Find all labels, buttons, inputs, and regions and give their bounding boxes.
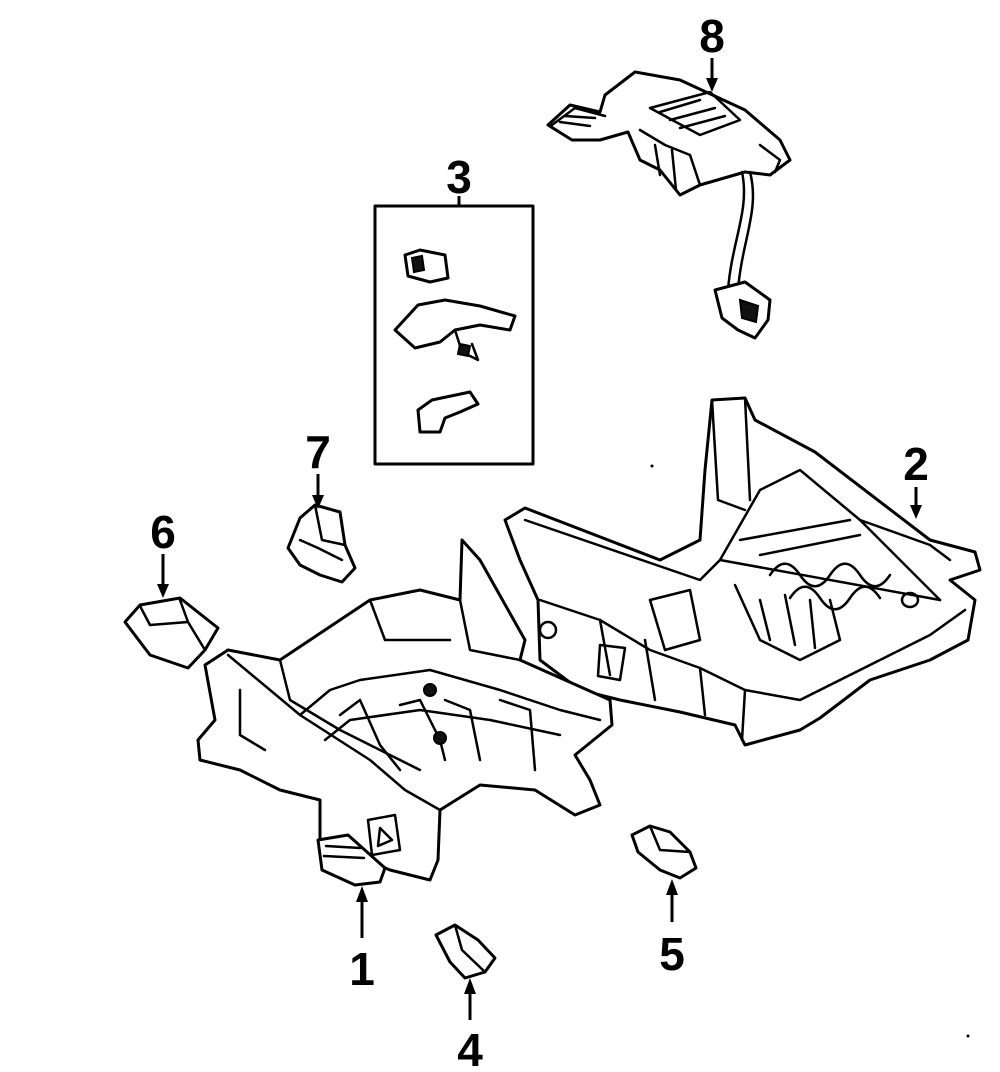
leader-6 — [157, 554, 169, 598]
part-1-seat-adjuster-left — [196, 538, 614, 887]
callout-3: 3 — [446, 151, 472, 203]
speck — [966, 1034, 970, 1038]
part-8-seat-switch — [546, 70, 792, 340]
leader-1 — [356, 886, 368, 938]
part-2-seat-adjuster-right — [503, 396, 982, 747]
leader-8 — [706, 58, 718, 92]
callout-7: 7 — [305, 426, 331, 478]
leader-2 — [910, 487, 922, 519]
leader-5 — [666, 879, 678, 922]
speck — [650, 464, 654, 468]
part-4-cap — [434, 923, 497, 980]
leader-4 — [464, 978, 476, 1020]
callout-2: 2 — [903, 438, 929, 490]
part-6-cover — [123, 596, 220, 670]
part-7-bracket — [286, 503, 357, 584]
callout-1: 1 — [349, 943, 375, 995]
callout-6: 6 — [150, 506, 176, 558]
callout-4: 4 — [457, 1024, 483, 1072]
leader-7 — [312, 474, 324, 509]
callout-8: 8 — [699, 10, 725, 62]
part-5-cap — [630, 824, 698, 880]
part-3-hardware-kit — [373, 204, 535, 466]
callout-5: 5 — [659, 928, 685, 980]
